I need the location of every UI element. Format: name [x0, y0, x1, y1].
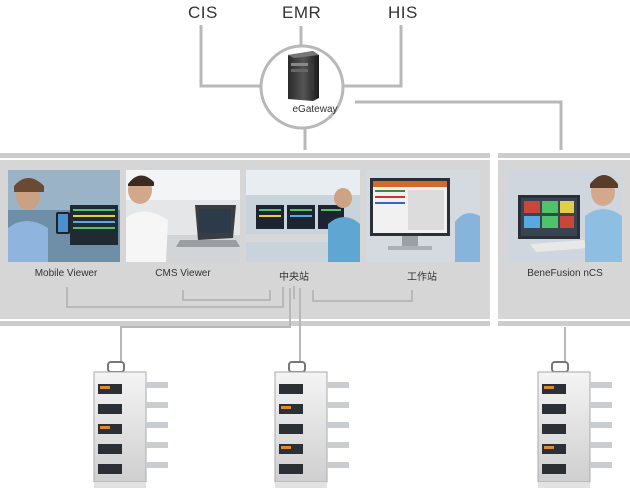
pump-rack-left	[93, 361, 168, 488]
nurse-at-benefusion-station-photo	[508, 170, 622, 262]
his-label: HIS	[388, 3, 418, 22]
pump-rack-right	[537, 361, 612, 488]
panel-connectors	[66, 286, 413, 308]
emr-label: EMR	[282, 3, 322, 22]
infusion-pump-rack-icon	[537, 361, 612, 488]
central-station-label: 中央站	[279, 272, 309, 283]
nurse-with-smartphone-photo	[8, 170, 120, 262]
egateway-node	[259, 44, 345, 130]
pump-connectors	[120, 288, 566, 362]
workstation-label: 工作站	[407, 272, 437, 283]
cis-label: CIS	[188, 3, 218, 22]
pump-rack-center	[274, 361, 349, 488]
cms-viewer-label: CMS Viewer	[155, 268, 211, 279]
server-tower-icon	[288, 51, 319, 101]
top-connectors	[199, 25, 563, 150]
mobile-viewer-label: Mobile Viewer	[34, 268, 98, 279]
egateway-label: eGateway	[292, 104, 338, 115]
benefusion-ncs-label: BeneFusion nCS	[527, 268, 603, 279]
central-station-monitors-photo	[246, 170, 360, 262]
infusion-pump-rack-icon	[274, 361, 349, 488]
workstation-monitor-photo	[366, 170, 480, 262]
infusion-pump-rack-icon	[93, 361, 168, 488]
clinician-with-laptop-photo	[126, 170, 240, 262]
